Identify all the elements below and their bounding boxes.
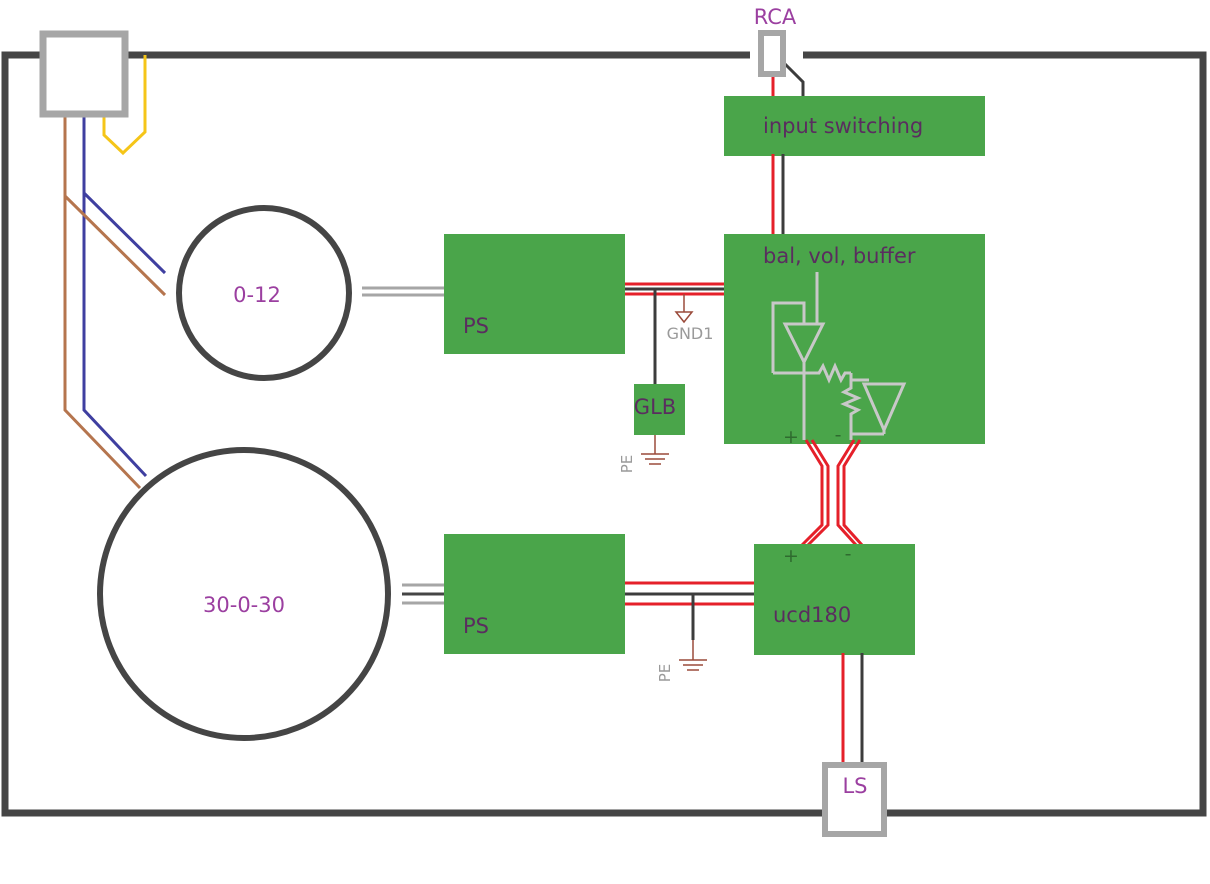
speaker-wires (841, 653, 864, 766)
ps-bottom-output-wires (625, 581, 754, 606)
glb-label: GLB (634, 395, 676, 419)
pe-bottom-ground-symbol (679, 659, 707, 671)
ps-top-output-wires (625, 282, 724, 296)
gnd1-label: GND1 (667, 324, 714, 343)
rca-label: RCA (754, 5, 797, 29)
buffer-label: bal, vol, buffer (763, 244, 916, 268)
secondary-wires-top (362, 286, 444, 297)
pe-bottom-label: PE (656, 664, 674, 683)
ucd-minus-label: - (845, 543, 852, 565)
ls-connector[interactable] (822, 762, 887, 837)
rca-connector[interactable] (758, 30, 786, 77)
gnd1-symbol (674, 311, 694, 324)
pe-top-ground-symbol (641, 453, 669, 465)
transformer-large (97, 447, 391, 741)
switch-to-buffer-wires (771, 154, 785, 236)
buffer-minus-label: - (835, 424, 842, 446)
ps-bottom-label: PS (463, 614, 489, 638)
mains-wire-yellow (102, 55, 147, 156)
ucd180-label: ucd180 (773, 603, 851, 627)
transformer-small-label: 0-12 (233, 283, 281, 307)
tap-wire-brown (63, 194, 167, 297)
ls-label: LS (842, 774, 867, 798)
buffer-plus-label: + (783, 426, 799, 448)
ps-bottom-module[interactable] (444, 534, 625, 654)
ps-top-label: PS (463, 314, 489, 338)
ucd-plus-label: + (783, 545, 799, 567)
mains-wire-brown (63, 115, 142, 490)
mains-wire-blue (82, 115, 148, 478)
input-switching-module[interactable] (724, 96, 985, 156)
transformer-small (176, 205, 352, 381)
mains-wiring (63, 55, 167, 490)
mains-inlet (39, 30, 129, 118)
ps-top-module[interactable] (444, 234, 625, 354)
transformer-large-label: 30-0-30 (203, 593, 285, 617)
input-switching-label: input switching (763, 114, 923, 138)
tap-wire-blue (82, 191, 167, 275)
enclosure-outline (1, 51, 1207, 817)
balanced-signal-wires (800, 439, 864, 547)
buffer-schematic (771, 272, 907, 440)
ucd180-module[interactable] (754, 544, 915, 655)
secondary-wires-bottom (402, 583, 444, 605)
glb-module[interactable] (634, 384, 685, 435)
pe-top-label: PE (618, 455, 636, 474)
